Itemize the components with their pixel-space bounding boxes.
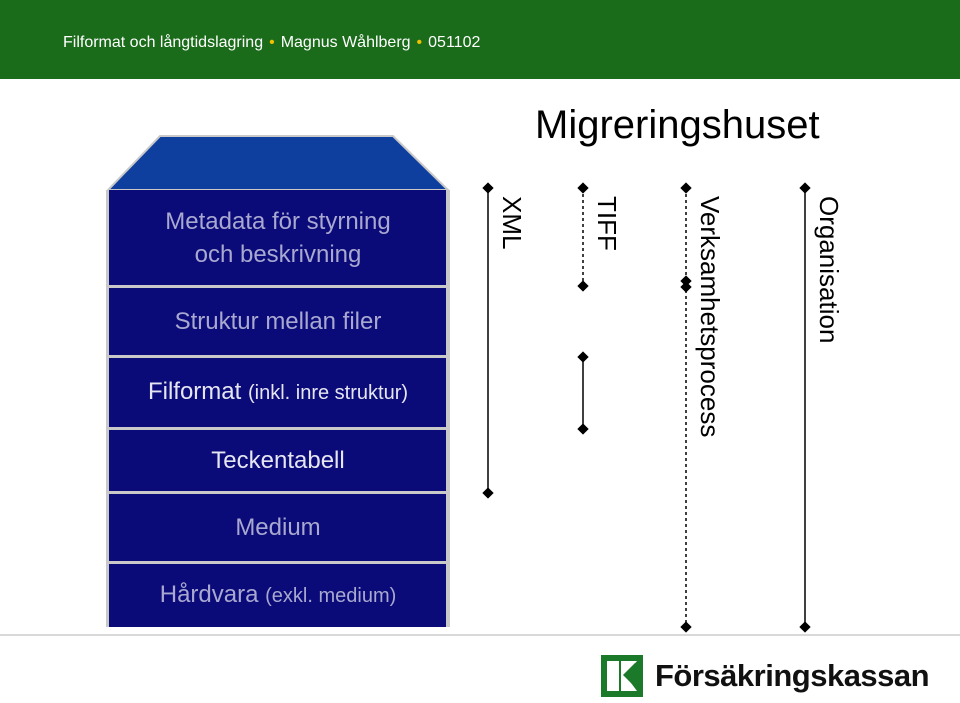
layer-hardvara: Hårdvara (exkl. medium) xyxy=(108,564,448,627)
layer-metadata: Metadata för styrning och beskrivning xyxy=(108,190,448,288)
layer-text-small: (exkl. medium) xyxy=(265,585,397,607)
layer-text: Hårdvara (exkl. medium) xyxy=(160,578,397,613)
logo-text: Försäkringskassan xyxy=(655,658,930,693)
forsakringskassan-logo-icon xyxy=(601,655,643,697)
diamond-marker-icon xyxy=(680,281,692,293)
header-date: 051102 xyxy=(428,34,481,51)
scope-label-verksamhetsprocess: Verksamhetsprocess xyxy=(695,196,725,438)
layer-text: Filformat (inkl. inre struktur) xyxy=(148,375,408,410)
diamond-marker-icon xyxy=(577,423,589,435)
diamond-marker-icon xyxy=(577,351,589,363)
diamond-marker-icon xyxy=(577,182,589,194)
diamond-marker-icon xyxy=(482,487,494,499)
slide-title: Migreringshuset xyxy=(535,103,820,147)
header-author: Magnus Wåhlberg xyxy=(280,34,411,51)
header-presentation-title: Filformat och långtidslagring xyxy=(63,34,264,51)
scope-label-tiff: TIFF xyxy=(592,196,622,251)
layer-struktur: Struktur mellan filer xyxy=(108,288,448,358)
ground-line xyxy=(0,634,960,636)
layer-text-main: Hårdvara xyxy=(159,581,259,608)
layer-medium: Medium xyxy=(108,494,448,564)
layer-teckentabell: Teckentabell xyxy=(108,430,448,494)
layer-filformat: Filformat (inkl. inre struktur) xyxy=(108,358,448,430)
diamond-marker-icon xyxy=(680,621,692,633)
diamond-marker-icon xyxy=(680,182,692,194)
layer-text: Metadata för styrning xyxy=(165,207,391,235)
diamond-marker-icon xyxy=(680,275,692,287)
header-bar: Filformat och långtidslagring • Magnus Wåh… xyxy=(0,0,960,79)
layer-text: Teckentabell xyxy=(211,447,345,474)
layer-text-small: (inkl. inre struktur) xyxy=(247,382,409,404)
scope-label-xml: XML xyxy=(497,196,527,250)
bullet-icon: • xyxy=(269,34,275,51)
diamond-marker-icon xyxy=(577,280,589,292)
scope-label-organisation: Organisation xyxy=(814,196,844,344)
layer-text: Medium xyxy=(235,514,321,541)
layer-text: Struktur mellan filer xyxy=(174,308,382,335)
bullet-icon: • xyxy=(416,34,423,51)
header-text: Filformat och långtidslagring • Magnus Wåh… xyxy=(63,34,480,52)
diamond-marker-icon xyxy=(799,182,811,194)
house-wall-left xyxy=(106,190,109,627)
diamond-marker-icon xyxy=(799,621,811,633)
house-wall-right xyxy=(446,190,450,627)
layer-text: och beskrivning xyxy=(194,240,362,268)
diamond-marker-icon xyxy=(482,182,494,194)
layer-text-main: Filformat xyxy=(147,378,242,405)
